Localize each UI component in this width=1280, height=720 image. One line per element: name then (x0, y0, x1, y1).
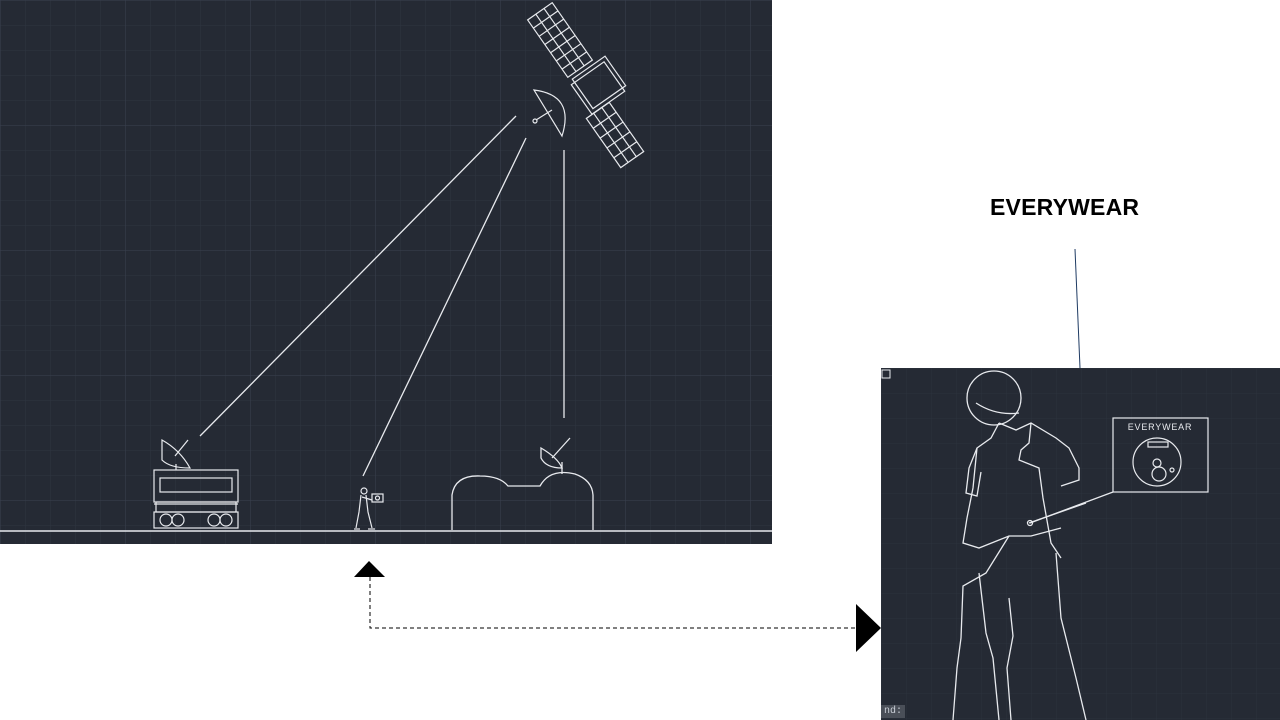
cad-corner-marker (881, 369, 891, 379)
beam-to-truck (199, 115, 517, 437)
command-prompt-fragment: nd: (881, 705, 906, 718)
person-with-device-icon (354, 487, 384, 530)
cad-wearable-detail: EVERYWEAR nd: (881, 368, 1280, 720)
signal-beams (199, 115, 565, 477)
detail-svg: EVERYWEAR (881, 368, 1280, 720)
satellite-icon (526, 1, 645, 169)
device-label: EVERYWEAR (1128, 422, 1193, 432)
beam-to-person (362, 137, 527, 477)
arrow-right-head (856, 604, 881, 652)
scene-svg (0, 0, 772, 544)
person-figure (952, 370, 1114, 720)
cad-satellite-scene (0, 0, 772, 544)
building-with-dish-icon (451, 437, 594, 530)
dashed-connector (369, 577, 856, 629)
product-title: EVERYWEAR (990, 194, 1140, 220)
truck-with-dish-icon (153, 438, 239, 529)
title-connector-line (1074, 248, 1081, 369)
arrow-up-head (354, 561, 385, 577)
wearable-device-icon (1112, 417, 1209, 493)
